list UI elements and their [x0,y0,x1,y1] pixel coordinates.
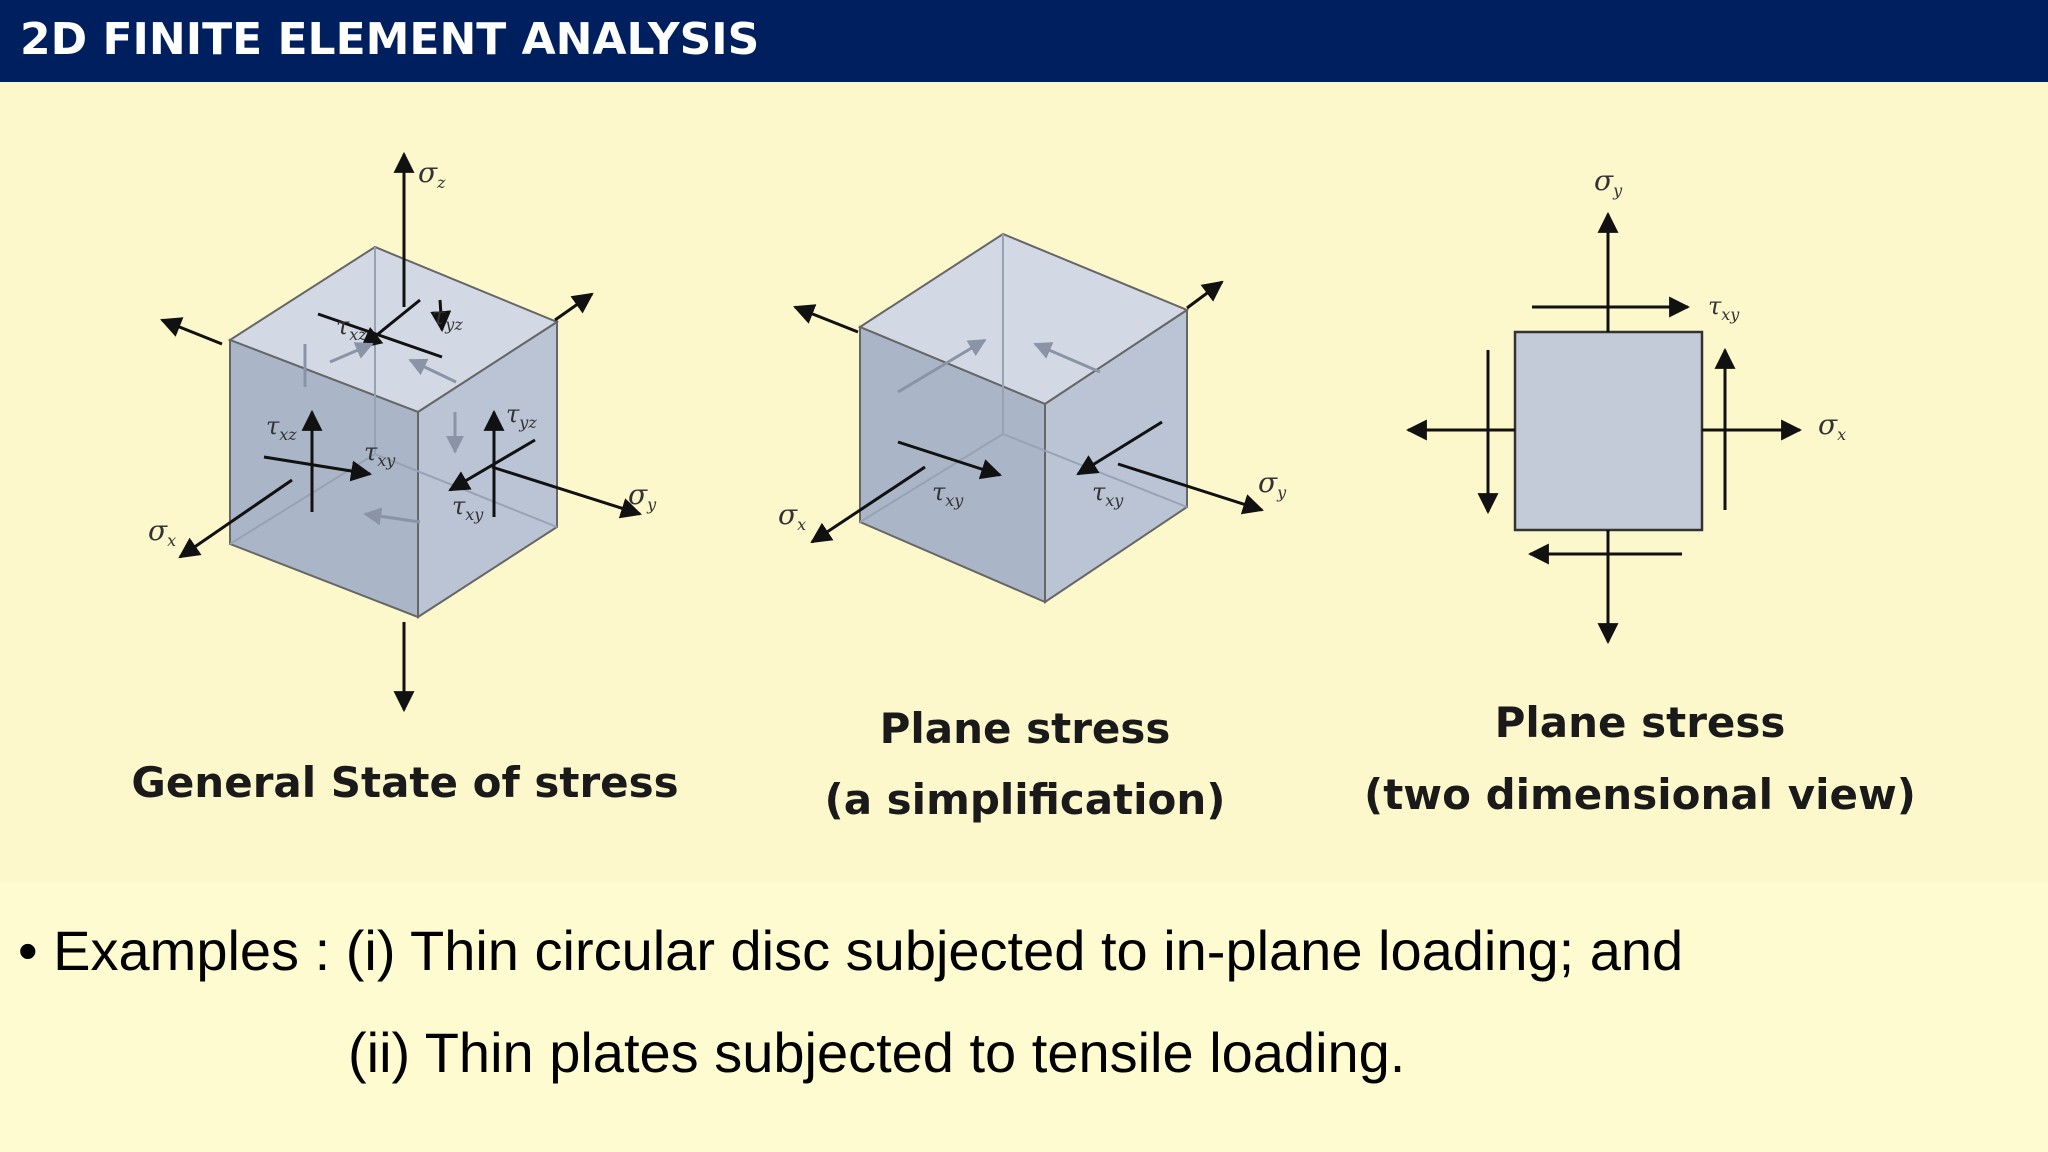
examples-line-1: • Examples : (i) Thin circular disc subj… [18,918,1683,983]
square-sigma-x-label: σx [1818,408,1846,444]
examples-text-1: Examples : (i) Thin circular disc subjec… [53,919,1684,982]
cube1-sigma-x-arrow [178,478,293,559]
cube1-sigma-y-arrow [491,465,643,519]
cube2-tau-xy-right-label: τxy [1092,478,1124,510]
cube1-tau-xz-label: τxz [266,412,297,444]
cube2-sigma-y-label: σy [1258,466,1287,502]
cube1-tau-yz-label: τyz [506,400,537,432]
plane-stress-cube: σx σy τxy τxy [778,232,1287,604]
cube1-sigma-x-label: σx [148,514,176,550]
caption-plane-stress-title: Plane stress [879,704,1171,753]
figure-area: σz σx σy τxz τyz τxz τyz τxy τxy [0,82,2048,882]
title-bar: 2D FINITE ELEMENT ANALYSIS [0,0,2048,82]
cube2-sigma-x-arrow [810,465,926,544]
caption-general-state: General State of stress [131,758,679,807]
cube1-sigma-z-label: σz [418,156,446,192]
examples-line-2: (ii) Thin plates subjected to tensile lo… [348,1020,1405,1085]
cube1-tau-xy-right-label: τxy [452,492,484,524]
caption-plane-stress-sub: (a simplification) [824,775,1226,824]
bullet-marker: • [18,919,38,982]
examples-text-2: (ii) Thin plates subjected to tensile lo… [348,1021,1406,1084]
slide-title: 2D FINITE ELEMENT ANALYSIS [20,14,760,65]
caption-2d-view-sub: (two dimensional view) [1364,770,1916,819]
cube1-tau-xy-left-label: τxy [364,438,396,470]
square-tau-xy-label: τxy [1708,292,1740,324]
cube1-tau-xz-top-label: τxz [336,312,367,344]
caption-2d-view-title: Plane stress [1494,698,1786,747]
square-sigma-y-label: σy [1594,164,1623,200]
cube2-tau-xy-left-label: τxy [932,478,964,510]
general-stress-cube: σz σx σy τxz τyz τxz τyz τxy τxy [148,151,657,713]
plane-stress-2d-view: σy σx τxy [1405,164,1846,645]
square-element [1513,330,1704,532]
cube1-sigma-y-label: σy [628,478,657,514]
stress-diagram: σz σx σy τxz τyz τxz τyz τxy τxy [148,151,1846,713]
cube2-sigma-x-label: σx [778,498,806,534]
cube1-tau-yz-top-label: τyz [432,302,463,334]
cube2-sigma-y-arrow [1117,462,1265,515]
